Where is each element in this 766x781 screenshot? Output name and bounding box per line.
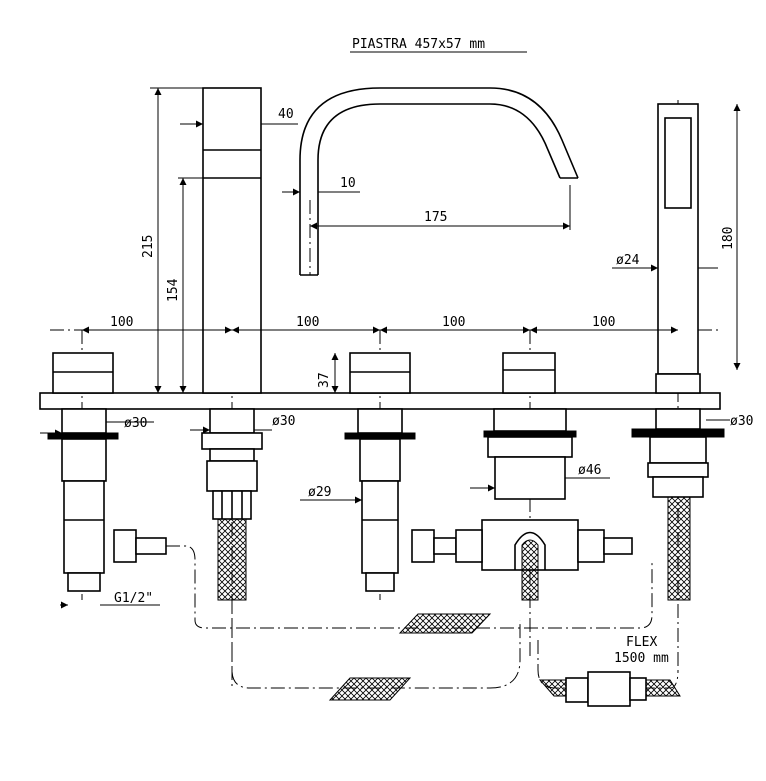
dim-10: 10 (340, 176, 356, 191)
dim-spacing-4: 100 (592, 315, 615, 330)
flex-hoses (166, 545, 681, 707)
dim-175: 175 (424, 210, 447, 225)
dim-215: 215 (141, 235, 156, 258)
spout-column (201, 87, 263, 601)
dimension-lines (40, 87, 741, 609)
hand-shower (631, 103, 725, 601)
fittings (113, 529, 633, 563)
dim-spacing-1: 100 (110, 315, 133, 330)
dim-d30-3: ø30 (730, 414, 753, 429)
dim-d30-1: ø30 (124, 416, 147, 431)
dim-154: 154 (166, 278, 181, 302)
central-knob (344, 352, 416, 592)
dim-37: 37 (317, 372, 332, 388)
spout-curve (299, 87, 579, 276)
flex-label-1: FLEX (626, 635, 657, 650)
left-knob (47, 352, 119, 592)
dim-d30-2: ø30 (272, 414, 295, 429)
dim-thread: G1/2" (114, 591, 153, 606)
dim-180: 180 (721, 227, 736, 250)
dim-40: 40 (278, 107, 294, 122)
diverter (481, 352, 579, 601)
dim-d29: ø29 (308, 485, 331, 500)
dim-spacing-2: 100 (296, 315, 319, 330)
flex-label-2: 1500 mm (614, 651, 669, 666)
title-text: PIASTRA 457x57 mm (352, 37, 485, 52)
dim-d46: ø46 (578, 463, 601, 478)
dim-spacing-3: 100 (442, 315, 465, 330)
dim-d24: ø24 (616, 253, 640, 268)
